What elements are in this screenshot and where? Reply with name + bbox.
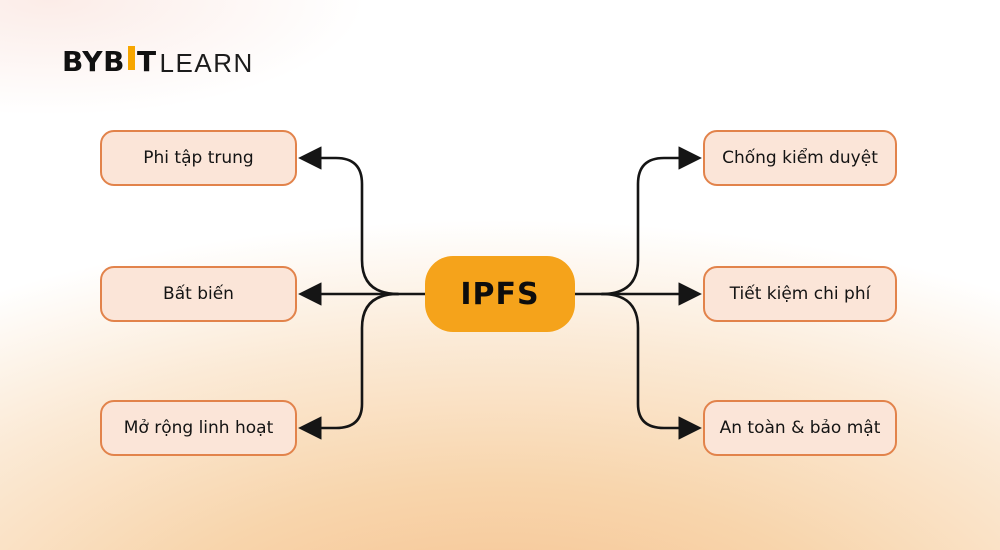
node-bat-bien: Bất biến: [100, 266, 297, 322]
connector-right-top: [600, 146, 702, 296]
logo-text-learn: LEARN: [159, 48, 254, 78]
node-mo-rong-linh-hoat: Mở rộng linh hoạt: [100, 400, 297, 456]
node-an-toan-bao-mat: An toàn & bảo mật: [703, 400, 897, 456]
connector-left-bottom: [298, 292, 400, 440]
center-node-ipfs: IPFS: [425, 256, 575, 332]
logo-text-byb: BYB: [62, 45, 125, 78]
logo-text-t: T: [136, 45, 157, 78]
node-chong-kiem-duyet: Chống kiểm duyệt: [703, 130, 897, 186]
bybit-learn-logo: BYB T LEARN: [62, 45, 254, 78]
node-phi-tap-trung: Phi tập trung: [100, 130, 297, 186]
node-tiet-kiem-chi-phi: Tiết kiệm chi phí: [703, 266, 897, 322]
connector-right-bottom: [600, 292, 702, 440]
connector-left-top: [298, 146, 400, 296]
logo-i-bar-icon: [127, 46, 135, 70]
